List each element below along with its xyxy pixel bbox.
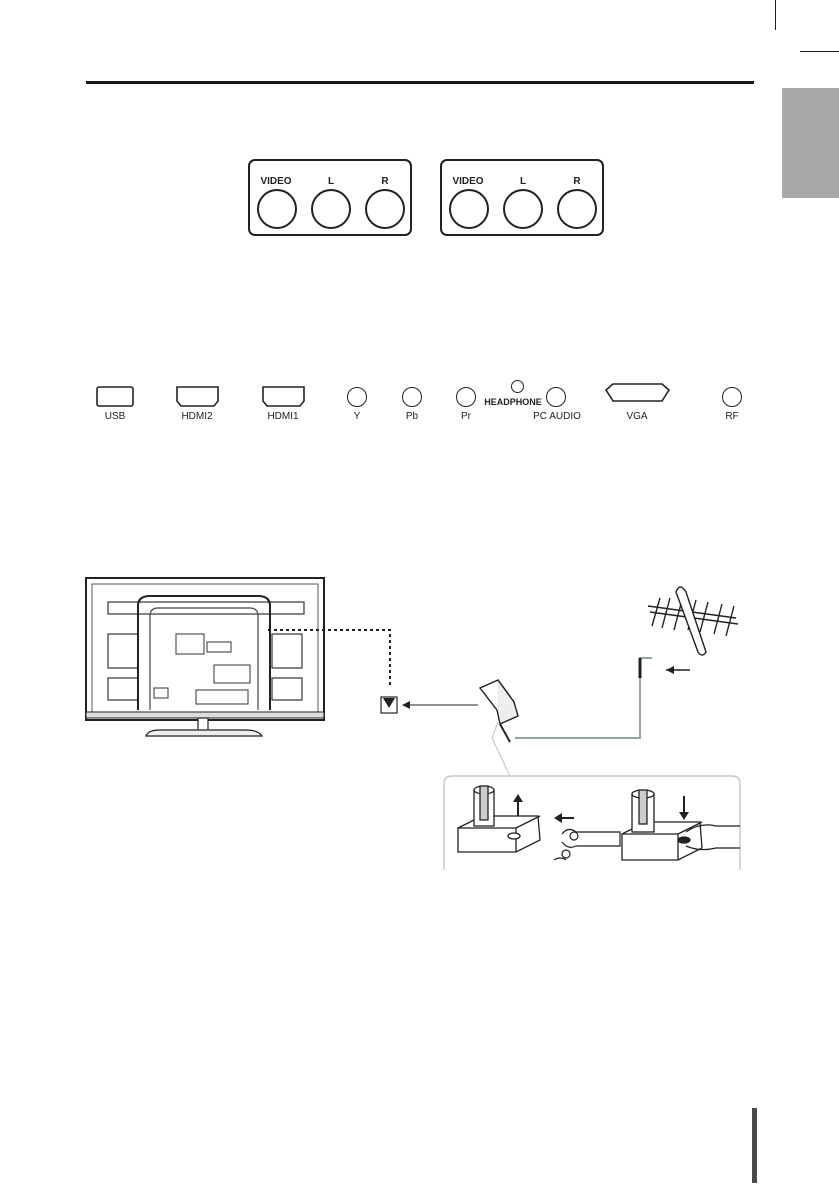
hdmi1-label: HDMI1: [267, 411, 299, 422]
pr-jack-icon: [456, 387, 476, 407]
rf-label: RF: [725, 411, 739, 422]
av1-r-label: R: [381, 176, 389, 187]
av2-video-label: VIDEO: [452, 176, 484, 187]
port-strip-icons: [96, 383, 671, 407]
pb-jack-icon: [402, 387, 422, 407]
antenna-icon: [647, 586, 739, 656]
av1-r-jack-icon: [365, 189, 405, 229]
vga-label: VGA: [626, 411, 648, 422]
headphone-label: HEADPHONE: [484, 397, 542, 407]
y-jack-icon: [347, 387, 367, 407]
pb-label: Pb: [405, 411, 419, 422]
pc-audio-jack-icon: [546, 387, 566, 407]
vga-port-icon: [604, 383, 671, 402]
hdmi2-port-icon: [176, 386, 219, 407]
usb-label: USB: [104, 411, 126, 422]
hdmi1-port-icon: [262, 386, 305, 407]
usb-port-icon: [96, 386, 134, 407]
rf-jack-icon: [722, 387, 742, 407]
tv-rear-icon: [85, 577, 325, 737]
coax-block-left-icon: [457, 785, 541, 853]
header-rule: [86, 81, 754, 84]
av1-l-label: L: [327, 176, 335, 187]
coax-adapter-icon: [478, 679, 519, 743]
y-label: Y: [353, 411, 361, 422]
antenna-wire-left-icon: [553, 828, 621, 861]
headphone-jack-icon: [511, 380, 524, 393]
av1-video-jack-icon: [257, 189, 297, 229]
chapter-tab: [782, 88, 839, 198]
av2-video-jack-icon: [449, 189, 489, 229]
pr-label: Pr: [461, 411, 471, 422]
antenna-connection-diagram: [85, 577, 741, 870]
av-input-panel-1: VIDEO L R: [248, 159, 412, 236]
av2-r-label: R: [573, 176, 581, 187]
av1-l-jack-icon: [311, 189, 351, 229]
av2-l-label: L: [519, 176, 527, 187]
pc-audio-label: PC AUDIO: [533, 411, 581, 422]
av2-l-jack-icon: [503, 189, 543, 229]
hdmi2-label: HDMI2: [181, 411, 213, 422]
av1-video-label: VIDEO: [260, 176, 292, 187]
crop-mark-vertical: [775, 0, 776, 30]
coax-block-right-icon: [621, 789, 740, 861]
av2-r-jack-icon: [557, 189, 597, 229]
page-marker-bar: [752, 1108, 757, 1183]
crop-mark-horizontal: [800, 51, 839, 52]
av-input-panel-2: VIDEO L R: [440, 159, 604, 236]
